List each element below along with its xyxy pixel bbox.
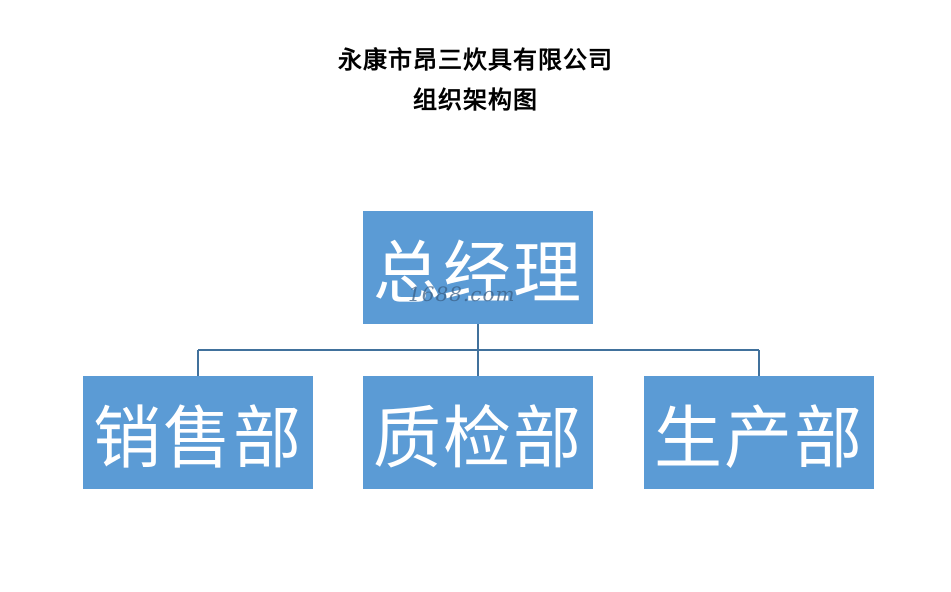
chart-subtitle: 组织架构图 <box>413 86 538 114</box>
node-label: 生产部 <box>653 400 864 479</box>
watermark-text: 1688.com <box>408 282 516 306</box>
node-production-department: 生产部 <box>644 376 874 489</box>
node-general-manager: 总经理 <box>363 211 593 324</box>
node-label: 销售部 <box>92 400 303 479</box>
node-quality-inspection-department: 质检部 <box>363 376 593 489</box>
node-label: 总经理 <box>372 235 583 314</box>
node-sales-department: 销售部 <box>83 376 313 489</box>
company-title: 永康市昂三炊具有限公司 <box>338 46 613 74</box>
node-label: 质检部 <box>372 400 583 479</box>
